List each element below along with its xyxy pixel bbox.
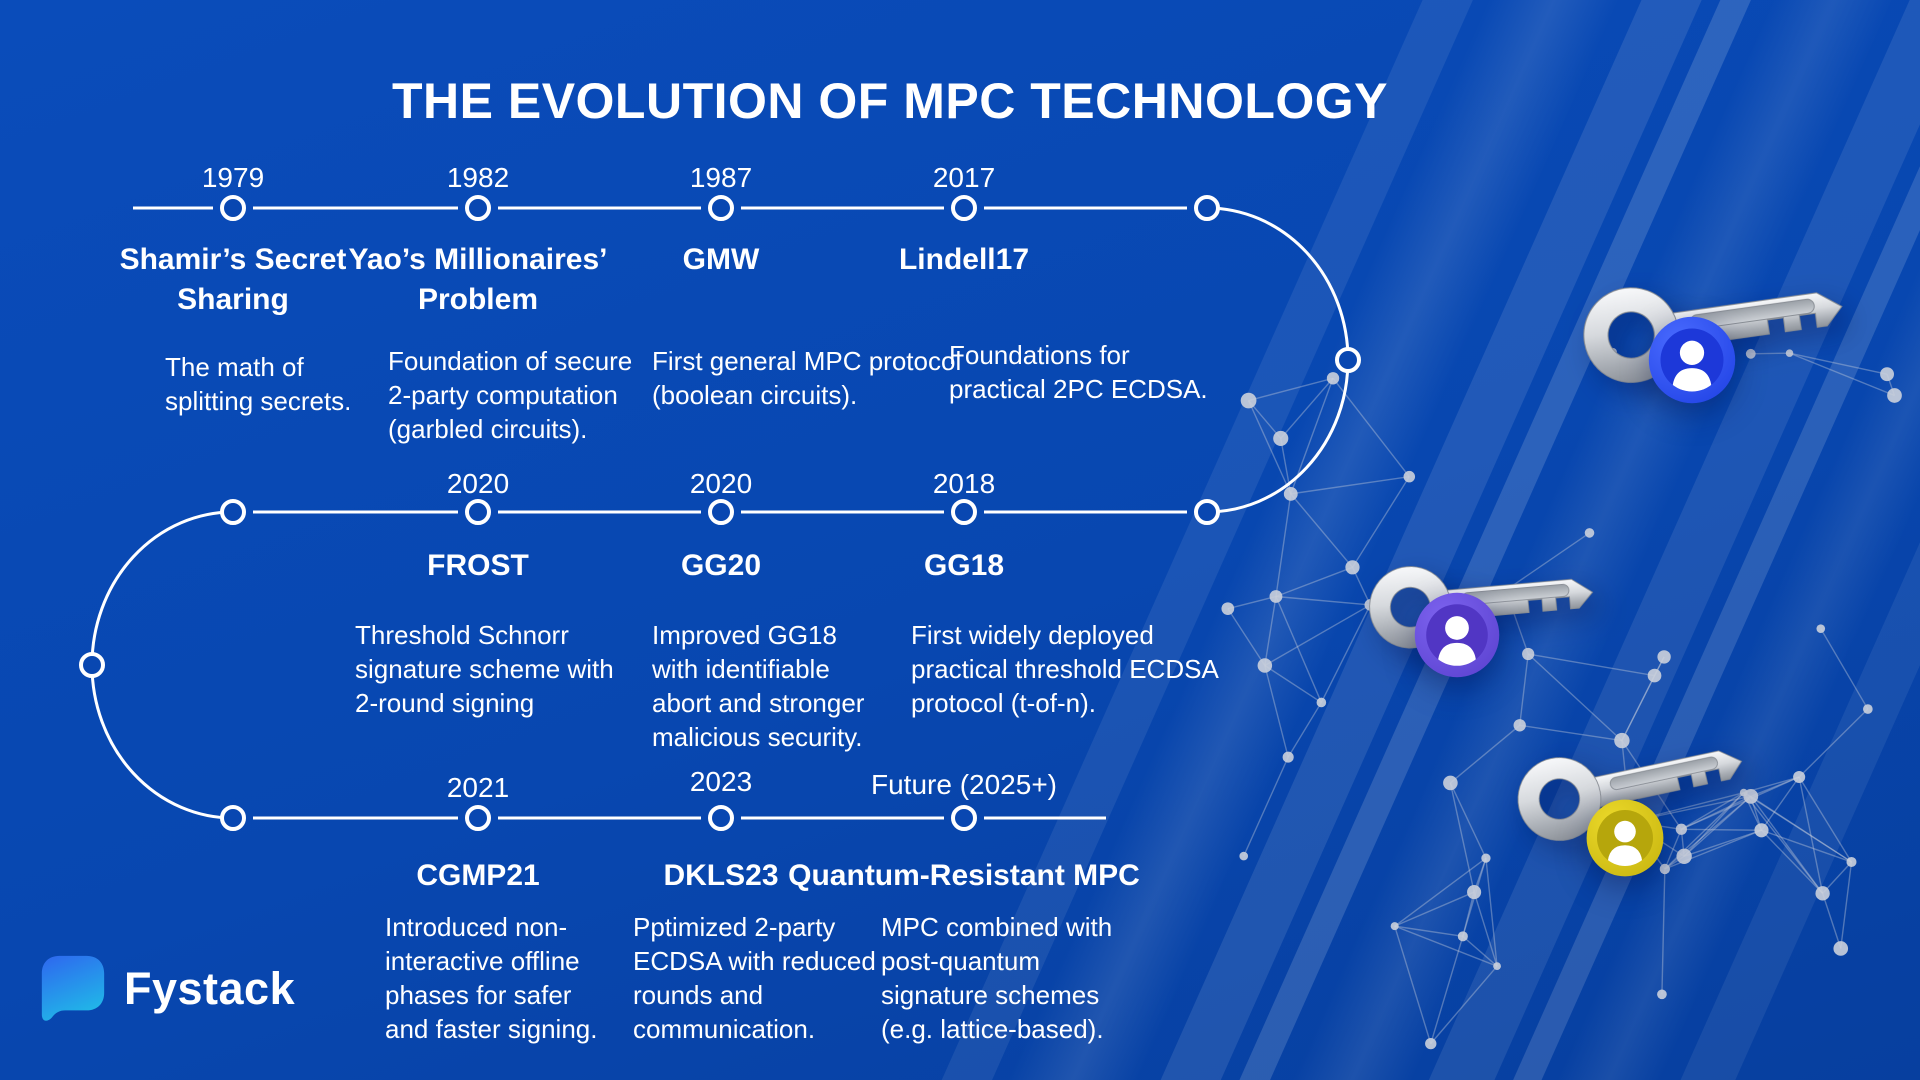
timeline-node xyxy=(220,499,246,525)
milestone-label: Quantum-Resistant MPC xyxy=(788,859,1140,892)
timeline-node xyxy=(220,805,246,831)
milestone-description: First widely deployed practical threshol… xyxy=(911,620,1219,718)
milestone-label: Lindell17 xyxy=(898,243,1030,276)
milestone-label: GG18 xyxy=(923,549,1005,582)
timeline-node xyxy=(79,652,105,678)
milestone-label: Yao’s Millionaires’ Problem xyxy=(348,243,608,316)
page-title: THE EVOLUTION OF MPC TECHNOLOGY xyxy=(391,73,1389,129)
milestone-year: 1987 xyxy=(689,162,753,193)
timeline-node xyxy=(708,499,734,525)
timeline-node xyxy=(1194,195,1220,221)
brand-name: Fystack xyxy=(124,963,296,1014)
milestone-description: First general MPC protocol (boolean circ… xyxy=(652,346,962,410)
milestone-year: 2023 xyxy=(689,766,753,797)
milestone-year: 2017 xyxy=(932,162,996,193)
timeline-node xyxy=(951,805,977,831)
milestone-label: GG20 xyxy=(680,549,762,582)
milestone-year: 2020 xyxy=(689,468,753,499)
milestone-year: Future (2025+) xyxy=(871,769,1057,800)
speech-bubble-icon xyxy=(41,955,105,1021)
milestone-description: Foundations for practical 2PC ECDSA. xyxy=(949,340,1208,404)
timeline-node xyxy=(220,195,246,221)
milestone-description: Foundation of secure 2-party computation… xyxy=(388,346,633,444)
user-badge-blue xyxy=(1648,316,1736,404)
key-icon xyxy=(1517,750,1743,841)
timeline-node xyxy=(465,195,491,221)
milestone-label: GMW xyxy=(682,243,760,276)
milestone-label: DKLS23 xyxy=(663,859,779,892)
person-icon xyxy=(1437,616,1477,666)
timeline-curve-right xyxy=(1206,206,1350,514)
timeline-curve-left xyxy=(90,510,234,820)
user-badge-yellow xyxy=(1586,799,1664,877)
milestone-description: The math of splitting secrets. xyxy=(165,352,352,416)
network-graphic xyxy=(1221,347,1902,1050)
milestone-year: 1982 xyxy=(446,162,510,193)
milestone-description: Improved GG18 with identifiable abort an… xyxy=(652,620,865,752)
timeline-node xyxy=(708,195,734,221)
milestone-description: Threshold Schnorr signature scheme with … xyxy=(355,620,614,718)
milestone-description: Introduced non- interactive offline phas… xyxy=(385,912,598,1044)
milestone-label: Shamir’s Secret Sharing xyxy=(119,243,347,316)
timeline-node xyxy=(1335,347,1361,373)
milestone-description: MPC combined with post-quantum signature… xyxy=(881,912,1113,1044)
milestone-label: CGMP21 xyxy=(416,859,540,892)
milestone-label: FROST xyxy=(427,549,529,582)
timeline-node xyxy=(465,805,491,831)
brand-logo: Fystack xyxy=(36,950,295,1028)
timeline-node xyxy=(951,499,977,525)
milestone-year: 2020 xyxy=(446,468,510,499)
milestone-description: Pptimized 2-party ECDSA with reduced rou… xyxy=(633,912,876,1044)
timeline-node xyxy=(951,195,977,221)
timeline-node xyxy=(465,499,491,525)
person-icon xyxy=(1672,340,1712,392)
milestone-year: 2021 xyxy=(446,772,510,803)
person-icon xyxy=(1607,820,1643,866)
user-badge-purple xyxy=(1414,592,1500,678)
milestone-year: 2018 xyxy=(932,468,996,499)
timeline-node xyxy=(708,805,734,831)
milestone-year: 1979 xyxy=(201,162,265,193)
timeline-node xyxy=(1194,499,1220,525)
